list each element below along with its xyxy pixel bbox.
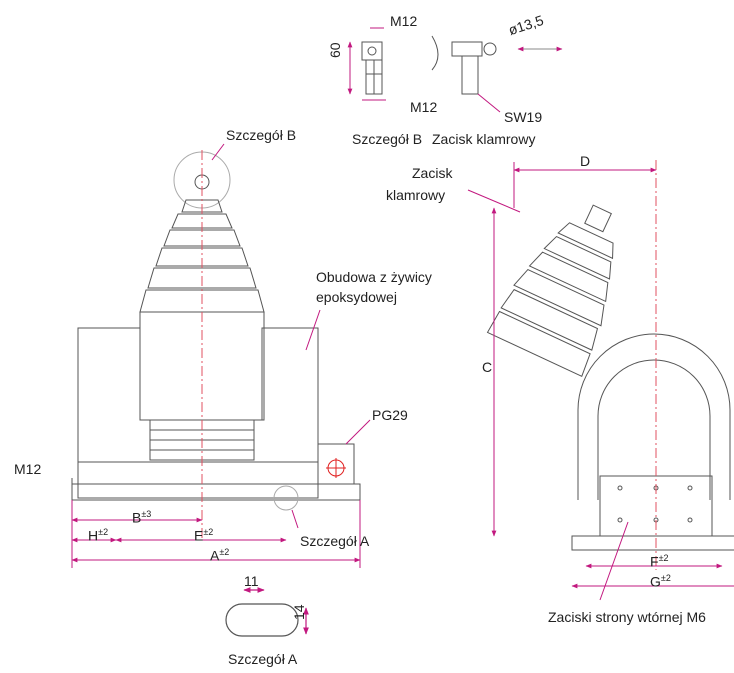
dim-h-text: H — [88, 527, 99, 544]
detail-a-bottom — [225, 587, 309, 637]
dim-e-text: E — [194, 527, 204, 544]
front-view — [71, 143, 371, 568]
dim-h-label: H±2 — [88, 528, 108, 543]
detail-a-caption: Szczegół A — [228, 651, 298, 667]
clamp-label-line1: Zacisk — [412, 165, 453, 181]
dim-c-label: C — [482, 359, 493, 375]
detail-b-caption: Szczegół B — [352, 131, 423, 147]
sw19-label: SW19 — [504, 109, 543, 125]
dim-60-label: 60 — [327, 42, 343, 58]
dim-f-label: F±2 — [650, 554, 669, 569]
housing-label-line2: epoksydowej — [316, 289, 397, 305]
m12-front-label: M12 — [14, 461, 42, 477]
clamp-label-line2: klamrowy — [386, 187, 446, 203]
dim-g-text: G — [650, 573, 661, 590]
dim-f-tol: ±2 — [658, 553, 669, 563]
clamp-caption: Zacisk klamrowy — [432, 131, 536, 147]
side-view — [467, 160, 734, 601]
detail-b-top — [347, 27, 563, 113]
dim-g-label: G±2 — [650, 574, 671, 589]
detail-b-label: Szczegół B — [226, 127, 297, 143]
pg29-label: PG29 — [372, 407, 408, 423]
dim-11-label: 11 — [244, 573, 259, 589]
dim-a-label: A±2 — [210, 548, 229, 563]
dim-14-label: 14 — [291, 604, 307, 620]
dim-b-label: B±3 — [132, 510, 151, 525]
dim-d-label: D — [580, 153, 591, 169]
dim-f-text: F — [650, 553, 659, 570]
dim-a-text: A — [210, 547, 220, 564]
m12-top-label: M12 — [390, 13, 418, 29]
housing-label-line1: Obudowa z żywicy — [316, 269, 432, 285]
detail-a-label: Szczegół A — [300, 533, 370, 549]
dim-h-tol: ±2 — [98, 527, 109, 537]
m12-bottom-label: M12 — [410, 99, 438, 115]
dim-e-tol: ±2 — [203, 527, 214, 537]
secondary-terminals-label: Zaciski strony wtórnej M6 — [548, 609, 706, 625]
dim-g-tol: ±2 — [660, 573, 671, 583]
dim-e-label: E±2 — [194, 528, 213, 543]
dim-b-tol: ±3 — [141, 509, 152, 519]
dim-b-text: B — [132, 509, 142, 526]
dim-a-tol: ±2 — [219, 547, 230, 557]
